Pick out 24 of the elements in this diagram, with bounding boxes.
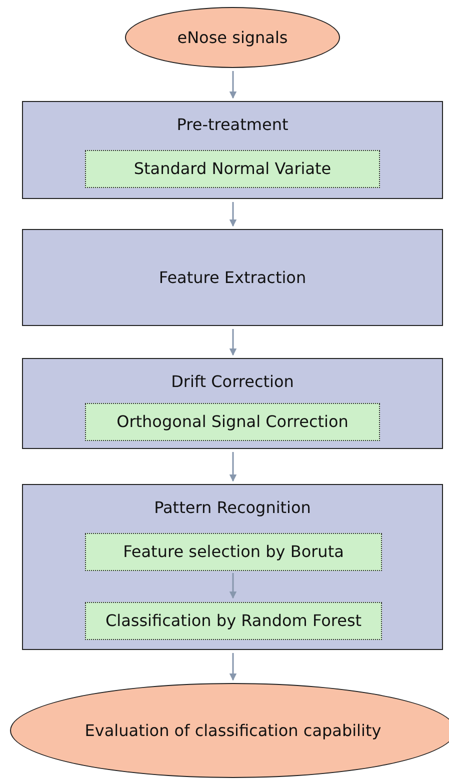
node-text: Evaluation of classification capability — [84, 720, 382, 742]
arrow — [229, 329, 237, 356]
node-text: Classification by Random Forest — [104, 610, 363, 632]
stage-box — [22, 101, 443, 199]
method-box — [85, 150, 380, 188]
node-text: eNose signals — [176, 26, 289, 48]
method-box — [85, 602, 382, 640]
node-text: Feature selection by Boruta — [122, 541, 345, 563]
arrow — [229, 71, 237, 99]
node-text: Orthogonal Signal Correction — [116, 411, 350, 433]
node-text: Feature Extraction — [158, 266, 308, 288]
stage-heading: Pre-treatment — [176, 114, 288, 136]
arrow — [229, 573, 237, 599]
arrow — [229, 653, 237, 681]
stage-heading: Pattern Recognition — [154, 497, 311, 519]
method-box — [85, 403, 380, 441]
stage-box — [22, 484, 443, 650]
node-text: Standard Normal Variate — [132, 158, 332, 180]
stage-box — [22, 229, 443, 326]
arrow — [229, 452, 237, 482]
stage-heading: Drift Correction — [171, 371, 294, 393]
method-box — [85, 533, 382, 571]
arrow — [229, 202, 237, 227]
stage-box — [22, 358, 443, 449]
